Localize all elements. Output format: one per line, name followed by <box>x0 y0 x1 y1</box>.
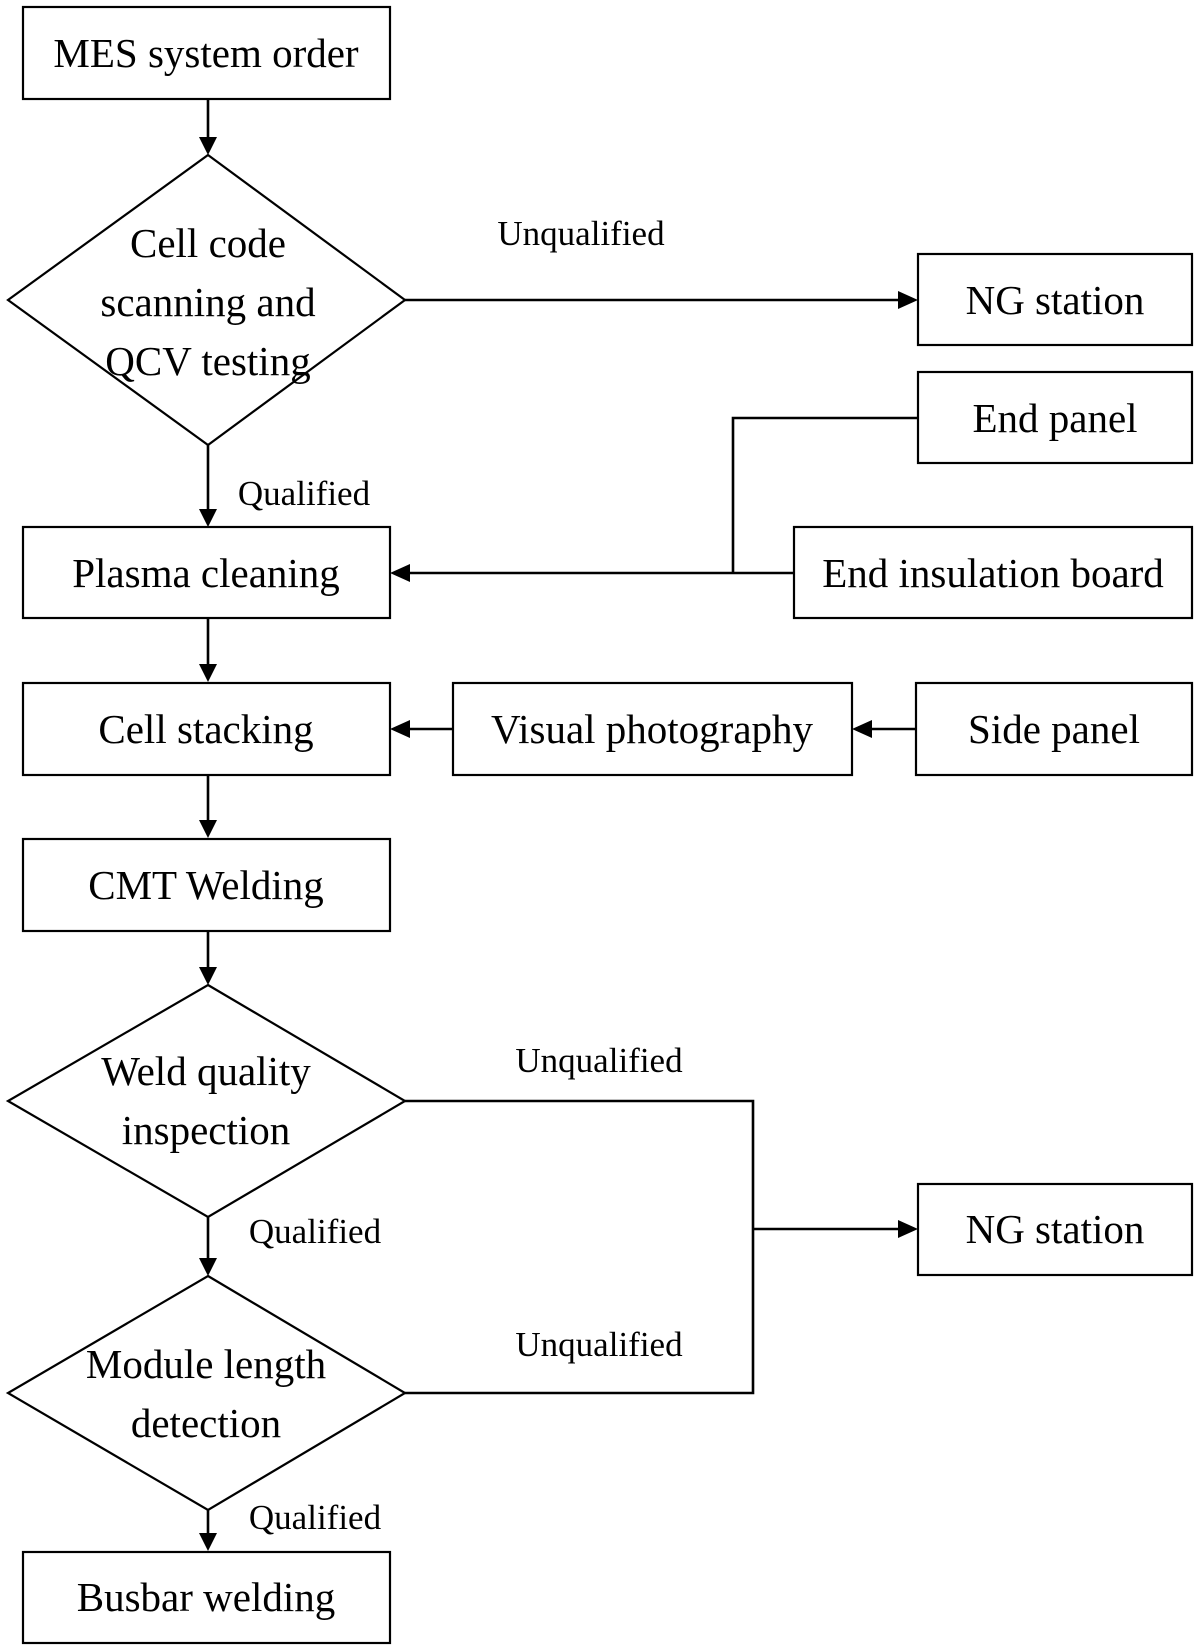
edge-scan-to-plasma <box>199 445 217 527</box>
node-ng-station-top: NG station <box>916 252 1194 347</box>
node-label: Visual photography <box>491 706 814 752</box>
node-cell-code-scanning: Cell code scanning and QCV testing <box>6 153 407 447</box>
node-ng-station-bottom: NG station <box>916 1182 1194 1277</box>
node-cell-stacking: Cell stacking <box>21 681 392 777</box>
node-plasma-cleaning: Plasma cleaning <box>21 525 392 620</box>
node-label: MES system order <box>53 30 359 76</box>
node-weld-quality-inspection: Weld quality inspection <box>5 983 408 1219</box>
edge-plasma-to-stacking <box>199 618 217 682</box>
node-label: Side panel <box>968 706 1140 752</box>
node-label: End insulation board <box>822 550 1164 596</box>
label-scan-unqualified: Unqualified <box>497 214 665 253</box>
label-weld-unqualified: Unqualified <box>515 1041 683 1080</box>
node-label: Plasma cleaning <box>72 550 340 596</box>
node-label-line-2: scanning and <box>100 279 315 325</box>
node-end-insulation-board: End insulation board <box>792 525 1194 620</box>
node-mes-system-order: MES system order <box>21 5 392 101</box>
node-module-length-detection: Module length detection <box>5 1274 408 1512</box>
node-side-panel: Side panel <box>914 681 1194 777</box>
label-length-qualified: Qualified <box>249 1498 382 1537</box>
edge-weld-to-length <box>199 1217 217 1276</box>
node-label-line-1: Module length <box>86 1341 326 1387</box>
node-label: CMT Welding <box>88 862 324 908</box>
node-label: NG station <box>966 1206 1145 1252</box>
edge-stacking-to-cmt <box>199 775 217 838</box>
edge-end-parts-to-plasma <box>390 416 918 582</box>
edge-inspections-to-ng <box>405 1099 918 1395</box>
node-cmt-welding: CMT Welding <box>21 837 392 933</box>
node-label: Cell stacking <box>98 706 313 752</box>
edge-side-to-visual <box>852 720 916 738</box>
edge-scan-to-ng <box>405 291 918 309</box>
edge-visual-to-stacking <box>390 720 453 738</box>
label-length-unqualified: Unqualified <box>515 1325 683 1364</box>
node-label: End panel <box>972 395 1137 441</box>
node-end-panel: End panel <box>916 370 1194 465</box>
node-visual-photography: Visual photography <box>451 681 854 777</box>
node-label-line-2: inspection <box>122 1107 291 1153</box>
edge-cmt-to-weld <box>199 931 217 985</box>
node-label-line-3: QCV testing <box>105 338 310 384</box>
node-label: Busbar welding <box>77 1574 336 1620</box>
label-weld-qualified: Qualified <box>249 1212 382 1251</box>
node-busbar-welding: Busbar welding <box>21 1550 392 1645</box>
node-label-line-2: detection <box>131 1400 281 1446</box>
node-label-line-1: Cell code <box>130 220 286 266</box>
edge-length-to-busbar <box>199 1510 217 1551</box>
node-label: NG station <box>966 277 1145 323</box>
edge-mes-to-scan <box>199 99 217 155</box>
label-scan-qualified: Qualified <box>238 474 371 513</box>
node-label-line-1: Weld quality <box>101 1048 311 1094</box>
